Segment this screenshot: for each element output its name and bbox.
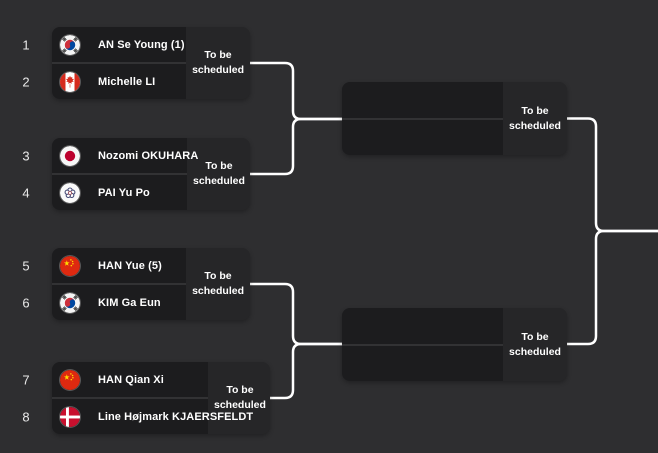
player-row-michelle-li[interactable]: Michelle LI [52, 64, 187, 99]
flag-china-icon [60, 255, 80, 276]
flag-china-icon [60, 369, 80, 390]
player-row-han-qian-xi[interactable]: HAN Qian Xi [52, 362, 208, 397]
match-status-label: To be scheduled [509, 104, 561, 132]
draw-number-2: 2 [22, 74, 30, 89]
row-divider [52, 397, 208, 399]
match-status-label: To be scheduled [509, 330, 561, 358]
empty-player-slot [342, 308, 503, 344]
flag-denmark-icon [60, 406, 80, 427]
empty-player-slot [342, 345, 503, 381]
player-name: AN Se Young (1) [98, 38, 185, 51]
draw-number-1: 1 [22, 37, 30, 53]
match-card-2[interactable]: Nozomi OKUHARA PAI Yu Po To be scheduled [52, 138, 250, 210]
player-name: Line Højmark KJAERSFELDT [98, 410, 254, 423]
draw-number-7: 7 [22, 372, 30, 387]
player-name: HAN Qian Xi [98, 373, 164, 386]
match-card-3[interactable]: HAN Yue (5) [52, 248, 250, 320]
draw-number-5: 5 [22, 258, 30, 273]
empty-player-slot [342, 119, 503, 155]
player-name: HAN Yue (5) [98, 259, 162, 272]
row-divider [52, 173, 187, 175]
draw-number-4: 4 [22, 185, 30, 200]
match-card-4[interactable]: HAN Qian Xi Line Højmark KJAERSFELDT To … [52, 362, 270, 434]
match-card-1[interactable]: AN Se Young (1) Michelle LI To be schedu… [52, 27, 250, 99]
player-name: Nozomi OKUHARA [98, 149, 199, 162]
player-name: PAI Yu Po [98, 186, 150, 199]
match-status-label: To be scheduled [192, 270, 244, 297]
player-row-han-yue[interactable]: HAN Yue (5) [52, 248, 187, 283]
player-name: KIM Ga Eun [98, 296, 161, 309]
player-row-kim-ga-eun[interactable]: KIM Ga Eun [52, 285, 187, 320]
match-card-semifinal-1[interactable]: To be scheduled [342, 82, 567, 155]
player-row-pai-yu-po[interactable]: PAI Yu Po [52, 175, 187, 210]
flag-japan-icon [60, 145, 80, 166]
empty-player-slot [342, 82, 503, 118]
player-name: Michelle LI [98, 75, 156, 88]
row-divider [52, 62, 187, 64]
flag-canada-icon [60, 71, 80, 92]
flag-south-korea-icon [60, 292, 80, 313]
row-divider [342, 343, 503, 346]
match-status-label: To be scheduled [192, 49, 244, 76]
flag-chinese-taipei-icon [60, 182, 80, 203]
flag-south-korea-icon [60, 34, 80, 55]
draw-number-3: 3 [22, 148, 30, 163]
draw-number-6: 6 [22, 295, 30, 310]
match-status-label: To be scheduled [193, 160, 245, 187]
match-status-label: To be scheduled [214, 384, 266, 411]
player-row-an-se-young[interactable]: AN Se Young (1) [52, 27, 187, 62]
row-divider [52, 283, 187, 285]
player-row-nozomi-okuhara[interactable]: Nozomi OKUHARA [52, 138, 198, 173]
match-card-semifinal-2[interactable]: To be scheduled [342, 308, 567, 381]
row-divider [342, 117, 503, 120]
draw-number-8: 8 [22, 409, 30, 424]
player-row-line-kjaersfeldt[interactable]: Line Højmark KJAERSFELDT [52, 399, 253, 434]
